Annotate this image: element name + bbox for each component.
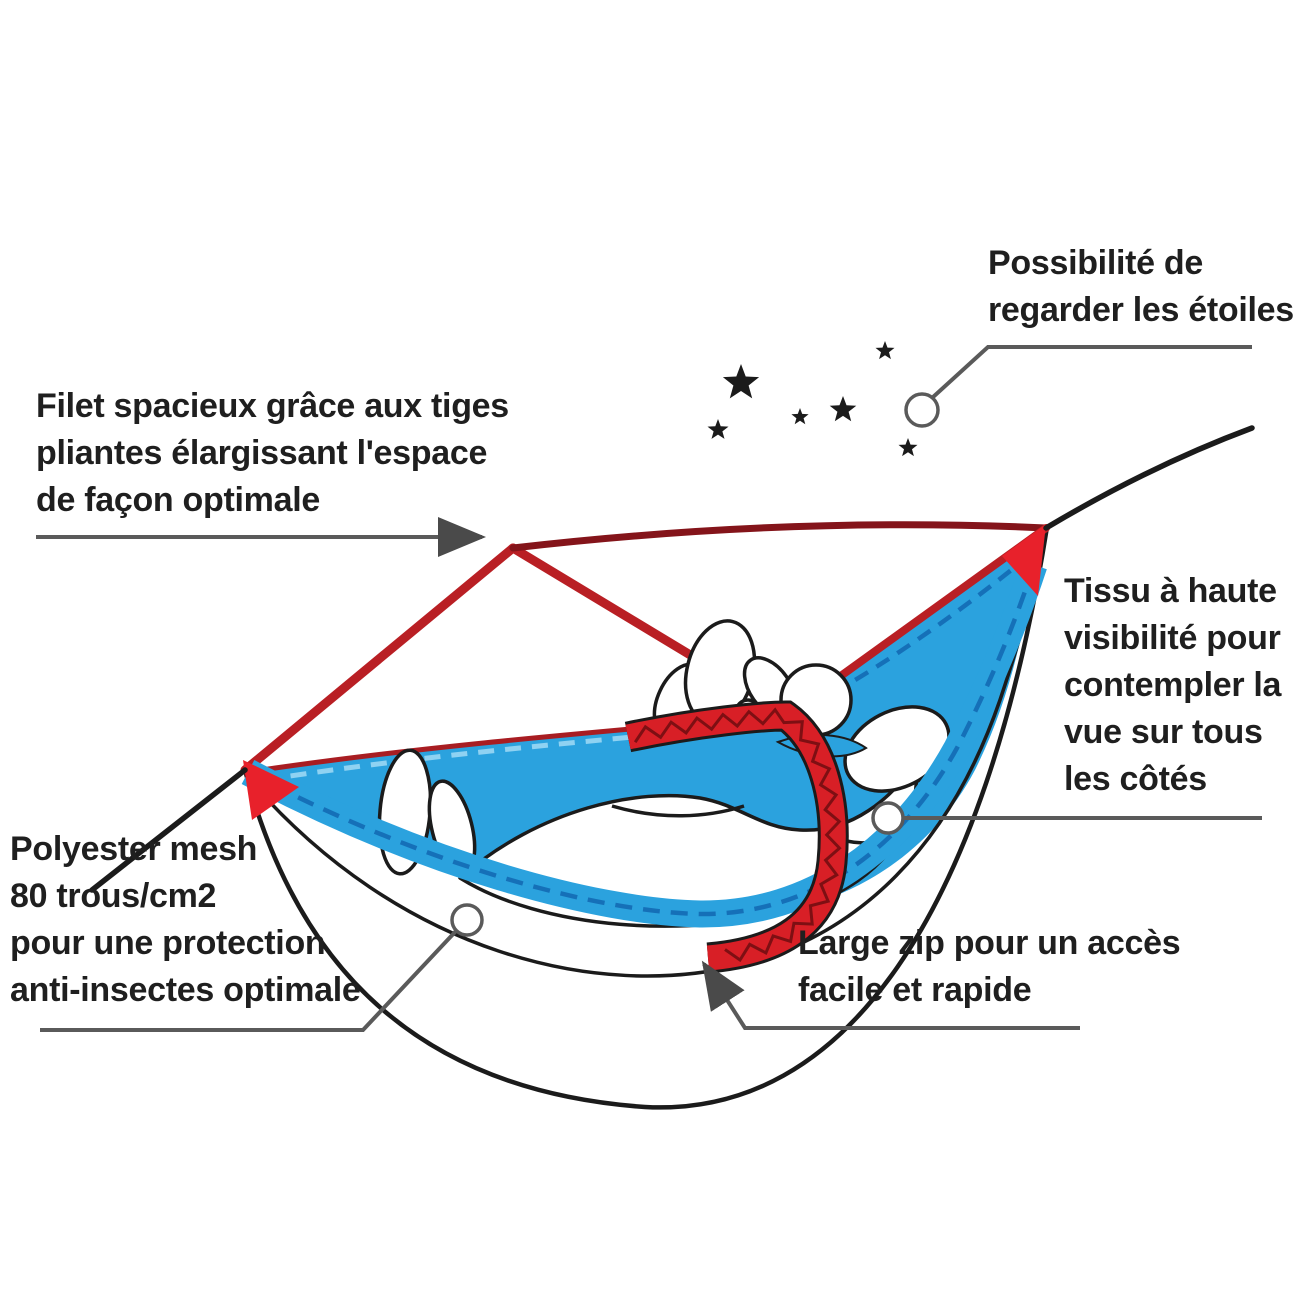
pillow [843, 705, 951, 793]
fabric-note-line: vue sur tous [1064, 713, 1263, 751]
mesh-note-line: anti-insectes optimale [10, 971, 361, 1009]
shell-outer-edge [242, 524, 1050, 1110]
zip-teeth [633, 707, 842, 963]
star-icon [722, 364, 760, 399]
zip-note-line: Large zip pour un accès [798, 924, 1181, 962]
net-note-line: de façon optimale [36, 481, 320, 519]
stars-note-line: Possibilité de [988, 244, 1203, 282]
mesh-note: Polyester mesh 80 trous/cm2 pour une pro… [10, 826, 361, 1014]
mesh-marker [450, 903, 484, 937]
mesh-note-line: pour une protection [10, 924, 326, 962]
mesh-connector [40, 929, 458, 1032]
ridge-rope [509, 521, 1050, 552]
fabric-stitch-bottom [246, 564, 1037, 917]
fabric-marker [871, 801, 905, 835]
stars-marker [904, 392, 940, 428]
pole-left [240, 543, 518, 775]
right-tip-triangle [1002, 524, 1046, 596]
fabric-note-line: visibilité pour [1064, 619, 1281, 657]
fabric-note-line: contempler la [1064, 666, 1282, 704]
net-note: Filet spacieux grâce aux tiges pliantes … [36, 383, 509, 524]
stars-note: Possibilité de regarder les étoiles [988, 240, 1294, 334]
zip-band [624, 700, 849, 974]
suspension-rope-left [89, 767, 248, 893]
zip-connector [701, 960, 1080, 1030]
net-note-line: pliantes élargissant l'espace [36, 434, 488, 472]
stars-connector [930, 345, 1252, 400]
net-note-line: Filet spacieux grâce aux tiges [36, 387, 509, 425]
stars-note-line: regarder les étoiles [988, 291, 1294, 329]
fabric-note-line: Tissu à haute [1064, 572, 1277, 610]
fabric-note-line: les côtés [1064, 760, 1207, 798]
star-icon [898, 438, 918, 457]
stars-group [707, 341, 918, 457]
fabric-front-strip [241, 560, 1047, 928]
left-tip-triangle [243, 760, 299, 820]
star-icon [791, 408, 809, 425]
callout-markers-group [450, 392, 940, 937]
star-icon [875, 341, 895, 360]
zip-note-line: facile et rapide [798, 971, 1032, 1009]
fabric-stitch-diagonal [798, 553, 1032, 714]
fabric-note: Tissu à haute visibilité pour contempler… [1064, 568, 1281, 803]
mesh-note-line: Polyester mesh [10, 830, 258, 868]
suspension-rope-right [1043, 425, 1255, 531]
mesh-note-line: 80 trous/cm2 [10, 877, 217, 915]
star-icon [829, 396, 857, 422]
callout-connectors [36, 345, 1262, 1032]
star-icon [707, 419, 729, 439]
body-fold-line [611, 804, 745, 818]
zip-note: Large zip pour un accès facile et rapide [798, 920, 1181, 1014]
